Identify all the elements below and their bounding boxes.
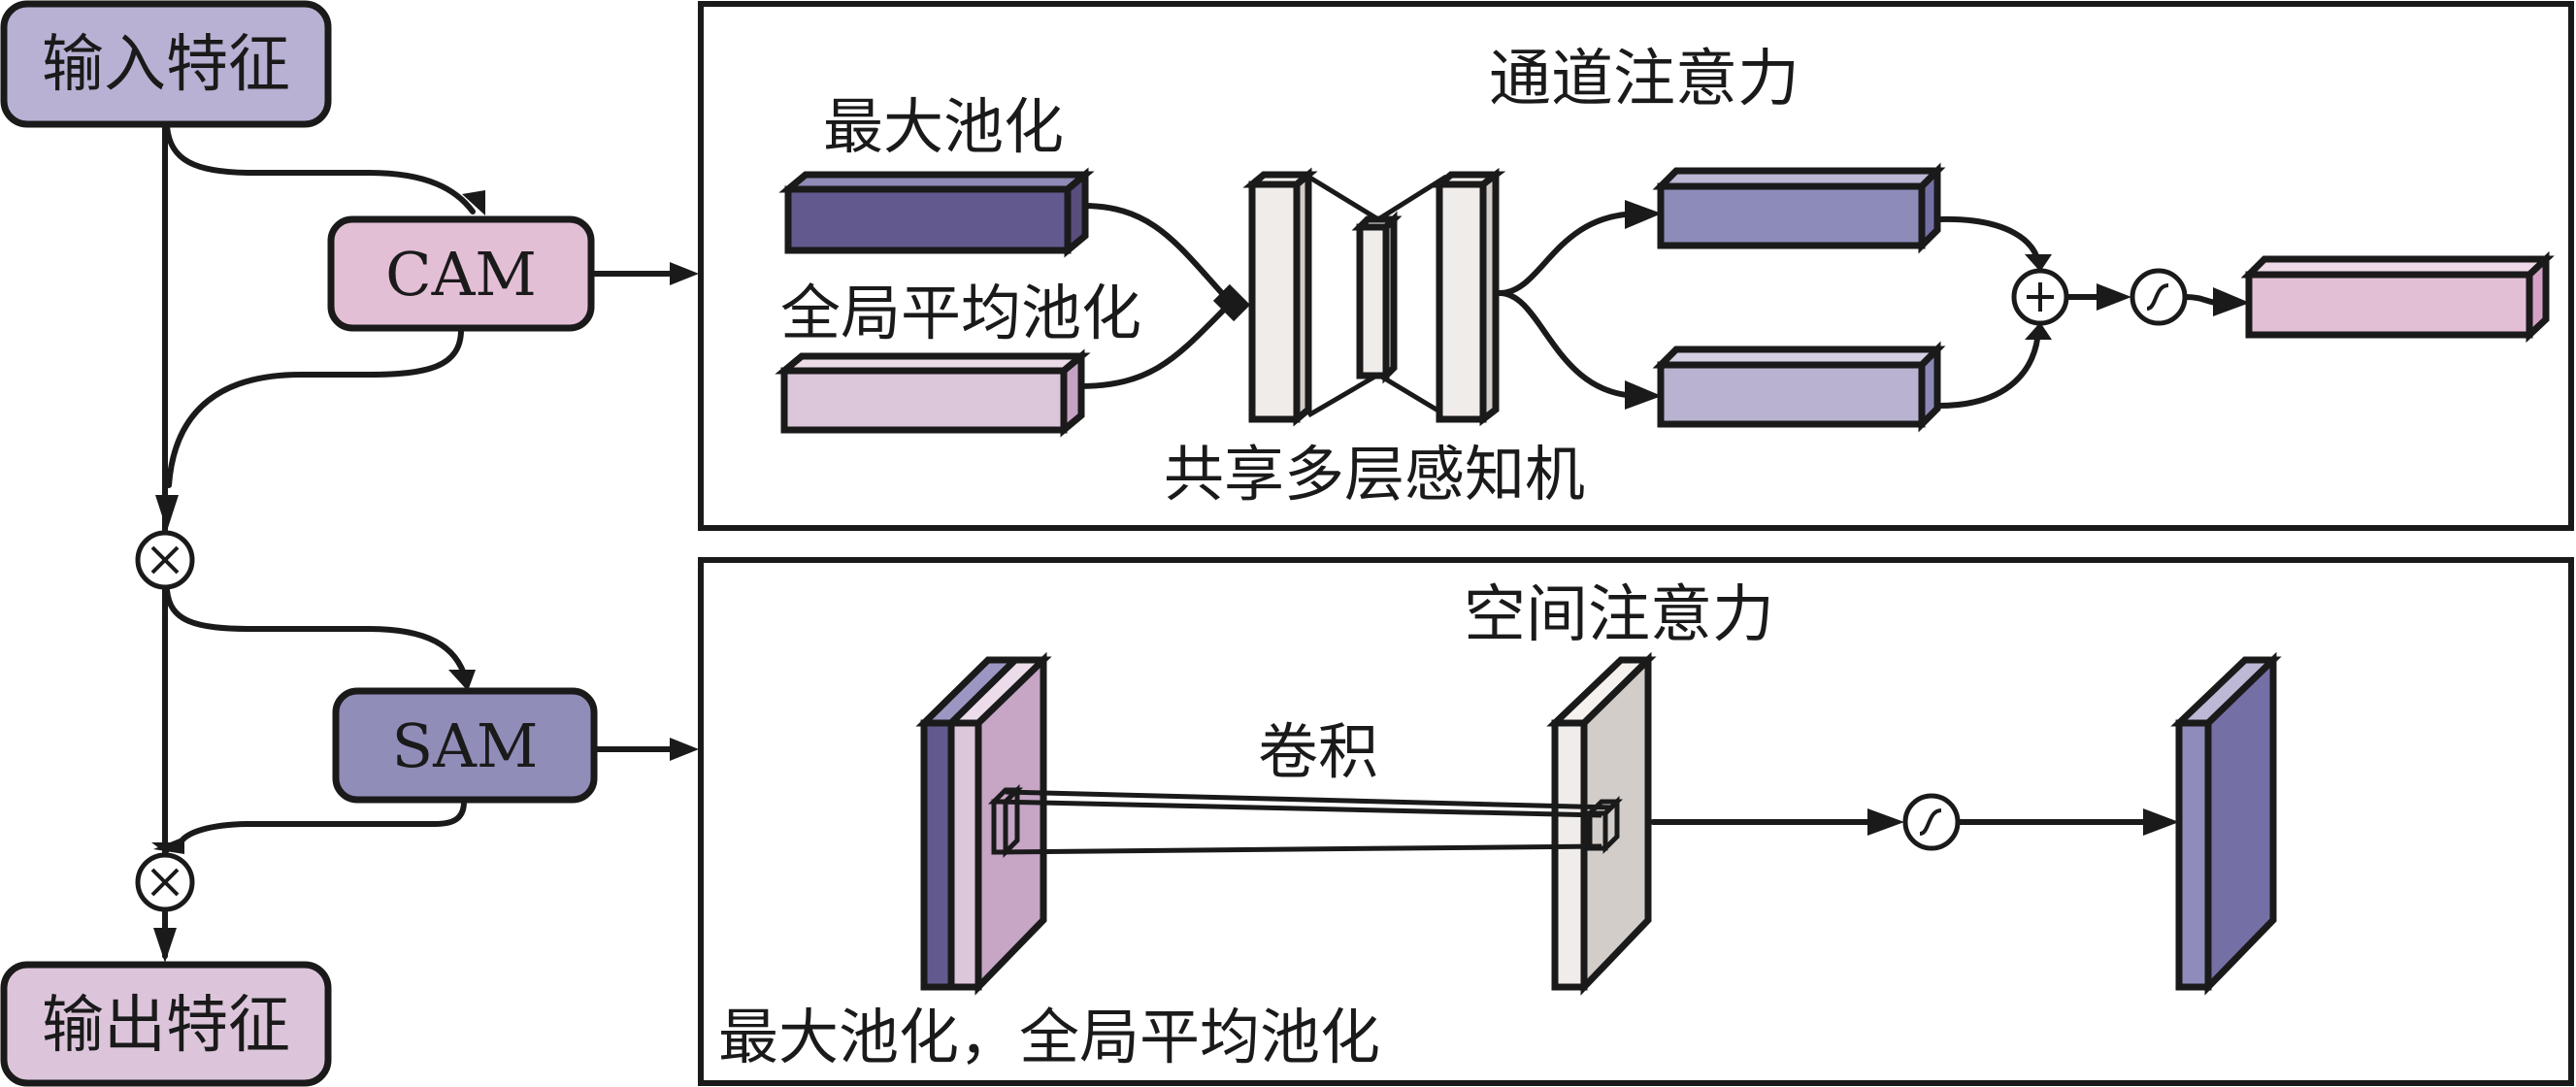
max-pool-label: 最大池化 — [823, 91, 1064, 162]
cam-label: CAM — [385, 239, 537, 310]
output-features-box: 输出特征 — [0, 961, 332, 1087]
arrowhead-icon — [153, 928, 177, 963]
conv-label: 卷积 — [1258, 716, 1378, 787]
avg-pool-to-mlp-connector — [1076, 300, 1234, 389]
sigmoid-icon — [1902, 793, 1961, 851]
pooled-maps-label: 最大池化，全局平均池化 — [718, 1002, 1380, 1072]
multiply-operator-2 — [135, 852, 195, 912]
kernel-projection-edge — [1005, 789, 1612, 810]
cam-to-multiply-connector — [166, 327, 464, 488]
conv-front-face — [1551, 719, 1588, 991]
sigmoid-curve-icon — [2146, 283, 2169, 311]
kernel-cube-right-side — [1602, 795, 1620, 855]
max-pool-to-mlp-connector — [1080, 203, 1234, 306]
avg-pool-vector — [775, 348, 1091, 438]
cam-box-shape[interactable] — [327, 215, 595, 332]
sam-module[interactable]: SAM — [332, 687, 598, 804]
mlp-layer-front-face — [1356, 223, 1390, 379]
spatial-attention-panel: 空间注意力 卷积 最大池化，全局平均池化 — [698, 557, 2574, 1086]
arrowhead-icon — [155, 495, 179, 531]
channel-attention-weights-vector — [2240, 250, 2555, 344]
multiply-icon-stroke — [150, 868, 180, 897]
mlp-edge — [1306, 174, 1380, 222]
conv-kernel-projection — [987, 783, 1624, 859]
merge-arrowhead-icon — [1212, 283, 1251, 322]
pooled-light-front-face — [947, 719, 982, 991]
arrowhead-icon — [2025, 254, 2052, 272]
arrowhead-icon — [1625, 200, 1662, 229]
mlp-input-layer — [1242, 167, 1318, 427]
avg-pool-front-face — [780, 367, 1068, 434]
cam-module[interactable]: CAM — [327, 215, 595, 332]
output-box-shape — [0, 961, 332, 1087]
sam-box-shape[interactable] — [332, 687, 598, 804]
spatial-attention-title: 空间注意力 — [1464, 579, 1774, 651]
max-pool-vector — [778, 167, 1095, 258]
arrowhead-icon — [2213, 287, 2250, 316]
arrowhead-icon — [153, 837, 184, 854]
arrowhead-icon — [1625, 380, 1662, 410]
map-front-face — [2175, 719, 2212, 991]
mlp-output-layer — [1430, 167, 1506, 427]
add-operator — [2011, 268, 2069, 326]
input-to-cam-connector — [164, 123, 476, 214]
channel-attention-panel: 通道注意力 最大池化 全局平均池化 共享多层感知机 — [698, 1, 2574, 531]
multiply-icon-stroke — [150, 545, 180, 575]
arrowhead-icon — [2025, 322, 2052, 340]
arrowhead-icon — [448, 670, 476, 691]
output-label: 输出特征 — [42, 990, 290, 1062]
arrowhead-icon — [670, 738, 699, 761]
mlp-to-upper-connector — [1497, 211, 1643, 296]
mlp-avg-output-vector — [1652, 341, 1946, 433]
sigmoid-operator-channel — [2130, 268, 2188, 326]
arrowhead-icon — [1867, 808, 1904, 836]
mlp-edge — [1376, 372, 1448, 418]
sam-label: SAM — [392, 710, 539, 781]
vector-front-face — [2245, 271, 2533, 339]
lower-to-add-connector — [1936, 327, 2041, 409]
mlp-to-lower-connector — [1497, 290, 1643, 399]
multiply-operator-1 — [135, 530, 195, 590]
input-box-shape — [0, 0, 332, 128]
pooled-feature-maps — [915, 651, 1052, 996]
input-label: 输入特征 — [42, 29, 290, 101]
arrowhead-icon — [2097, 283, 2131, 311]
kernel-projection-edge — [995, 843, 1602, 855]
arrowhead-icon — [670, 262, 699, 285]
mlp-label: 共享多层感知机 — [1164, 439, 1585, 510]
multiply-to-sam-connector — [164, 587, 469, 682]
sigmoid-operator-spatial — [1902, 793, 1961, 851]
arrowhead-icon — [462, 190, 485, 215]
sigmoid-curve-icon — [1919, 808, 1942, 836]
mlp-edge — [1306, 372, 1380, 418]
kernel-projection-edge — [995, 799, 1602, 818]
channel-attention-title: 通道注意力 — [1489, 44, 1800, 115]
vector-front-face — [1657, 361, 1926, 428]
mlp-max-output-vector — [1652, 162, 1946, 254]
input-features-box: 输入特征 — [0, 0, 332, 128]
mlp-layer-front-face — [1248, 181, 1301, 423]
avg-pool-label: 全局平均池化 — [780, 278, 1141, 348]
main-flow: 输入特征 CAM SAM 输出特征 — [0, 0, 699, 1087]
arrowhead-icon — [2143, 808, 2179, 836]
kernel-cube-left-side — [1003, 783, 1020, 859]
pooled-dark-front-face — [920, 719, 955, 991]
conv-output-map — [1546, 651, 1657, 996]
sigmoid-icon — [2130, 268, 2188, 326]
mlp-hidden-layer — [1351, 211, 1403, 384]
vector-front-face — [1657, 182, 1926, 249]
mlp-layer-front-face — [1436, 181, 1487, 423]
max-pool-front-face — [784, 185, 1072, 254]
sam-to-multiply-connector — [178, 799, 467, 845]
spatial-attention-map — [2170, 651, 2282, 996]
